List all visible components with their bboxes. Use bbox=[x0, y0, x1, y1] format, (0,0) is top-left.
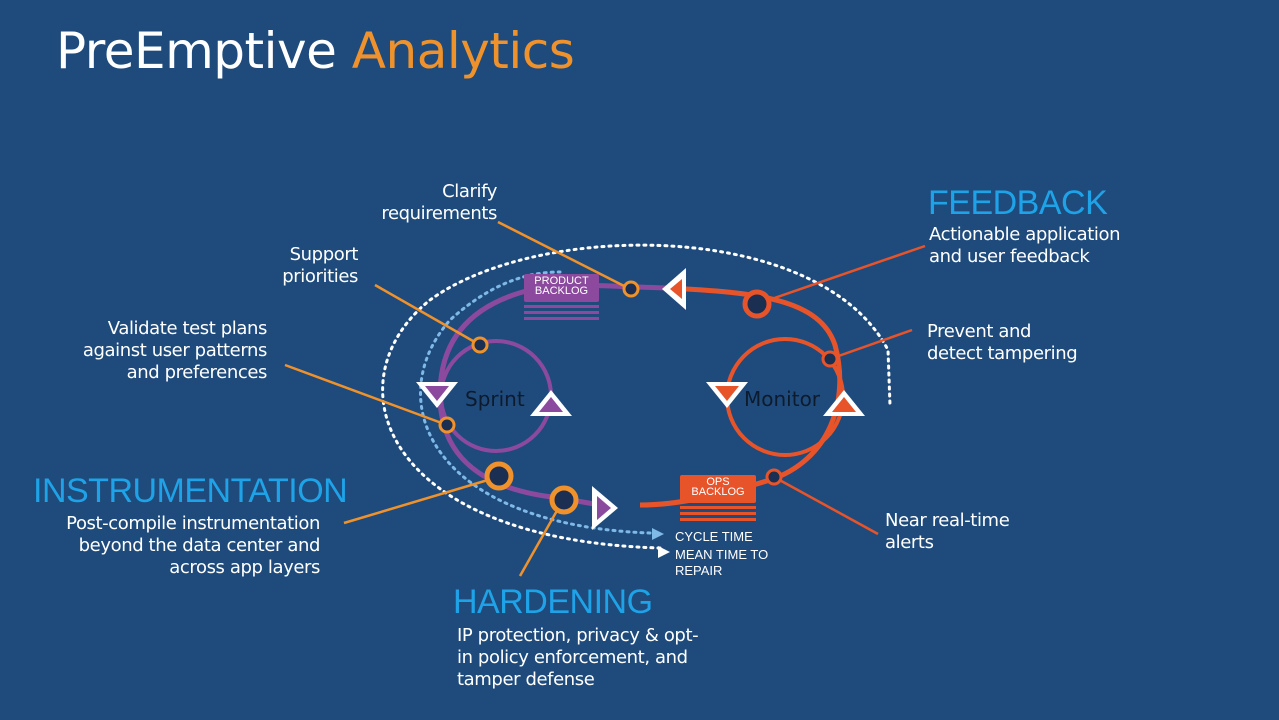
near-real-time-alerts-label: Near real-time alerts bbox=[885, 510, 1010, 553]
triangle-down-orange-monitor bbox=[706, 382, 748, 408]
page-title: PreEmptive Analytics bbox=[56, 22, 575, 80]
validate-test-plans-label: Validate test plans against user pattern… bbox=[82, 318, 268, 383]
alerts-connector bbox=[773, 475, 879, 536]
product-backlog-stack bbox=[524, 274, 599, 320]
monitor-label: Monitor bbox=[744, 387, 821, 411]
prevent-node bbox=[821, 350, 839, 368]
support-node bbox=[471, 336, 489, 354]
validate-node bbox=[438, 416, 456, 434]
prevent-tampering-label: Prevent and detect tampering bbox=[927, 321, 1078, 364]
clarify-node bbox=[622, 280, 640, 298]
inner-dotted-arc bbox=[419, 270, 652, 535]
title-accent: Analytics bbox=[351, 22, 575, 80]
ops-backlog-stack bbox=[680, 475, 756, 521]
hardening-connector bbox=[518, 499, 565, 577]
feedback-heading: FEEDBACK bbox=[928, 184, 1108, 222]
triangle-down-purple-sprint bbox=[416, 382, 458, 408]
alerts-node bbox=[765, 468, 783, 486]
feedback-node bbox=[742, 289, 772, 319]
triangle-up-purple-sprint bbox=[530, 390, 572, 416]
feedback-connector bbox=[756, 244, 926, 306]
instrumentation-heading: INSTRUMENTATION bbox=[33, 472, 348, 510]
mttr-arrow-icon bbox=[658, 546, 670, 558]
triangle-left-orange-top bbox=[662, 268, 686, 310]
hardening-node bbox=[549, 485, 579, 515]
triangle-up-orange-monitor bbox=[823, 390, 865, 416]
instrumentation-node bbox=[484, 461, 514, 491]
validate-connector bbox=[284, 363, 448, 427]
clarify-connector bbox=[497, 220, 631, 291]
clarify-requirements-label: Clarify requirements bbox=[381, 181, 497, 224]
ops-backlog-label: OPS BACKLOG bbox=[691, 476, 745, 498]
hardening-heading: HARDENING bbox=[453, 583, 653, 621]
sprint-label: Sprint bbox=[465, 387, 525, 411]
triangle-right-purple-bottom bbox=[592, 486, 618, 530]
prevent-connector bbox=[829, 328, 913, 361]
product-backlog-label: PRODUCT BACKLOG bbox=[534, 275, 589, 297]
mttr-label: MEAN TIME TO REPAIR bbox=[675, 547, 769, 578]
instrumentation-description: Post-compile instrumentation beyond the … bbox=[66, 513, 320, 578]
hardening-description: IP protection, privacy & opt- in policy … bbox=[457, 625, 699, 690]
instrumentation-connector bbox=[343, 475, 499, 525]
feedback-description: Actionable application and user feedback bbox=[929, 224, 1121, 267]
title-main: PreEmptive bbox=[56, 22, 337, 80]
support-priorities-label: Support priorities bbox=[282, 244, 358, 287]
cycle-time-label: CYCLE TIME bbox=[675, 529, 753, 544]
outer-dotted-arc bbox=[381, 243, 892, 550]
cycle-time-arrow-icon bbox=[652, 528, 664, 540]
support-connector bbox=[374, 283, 481, 347]
